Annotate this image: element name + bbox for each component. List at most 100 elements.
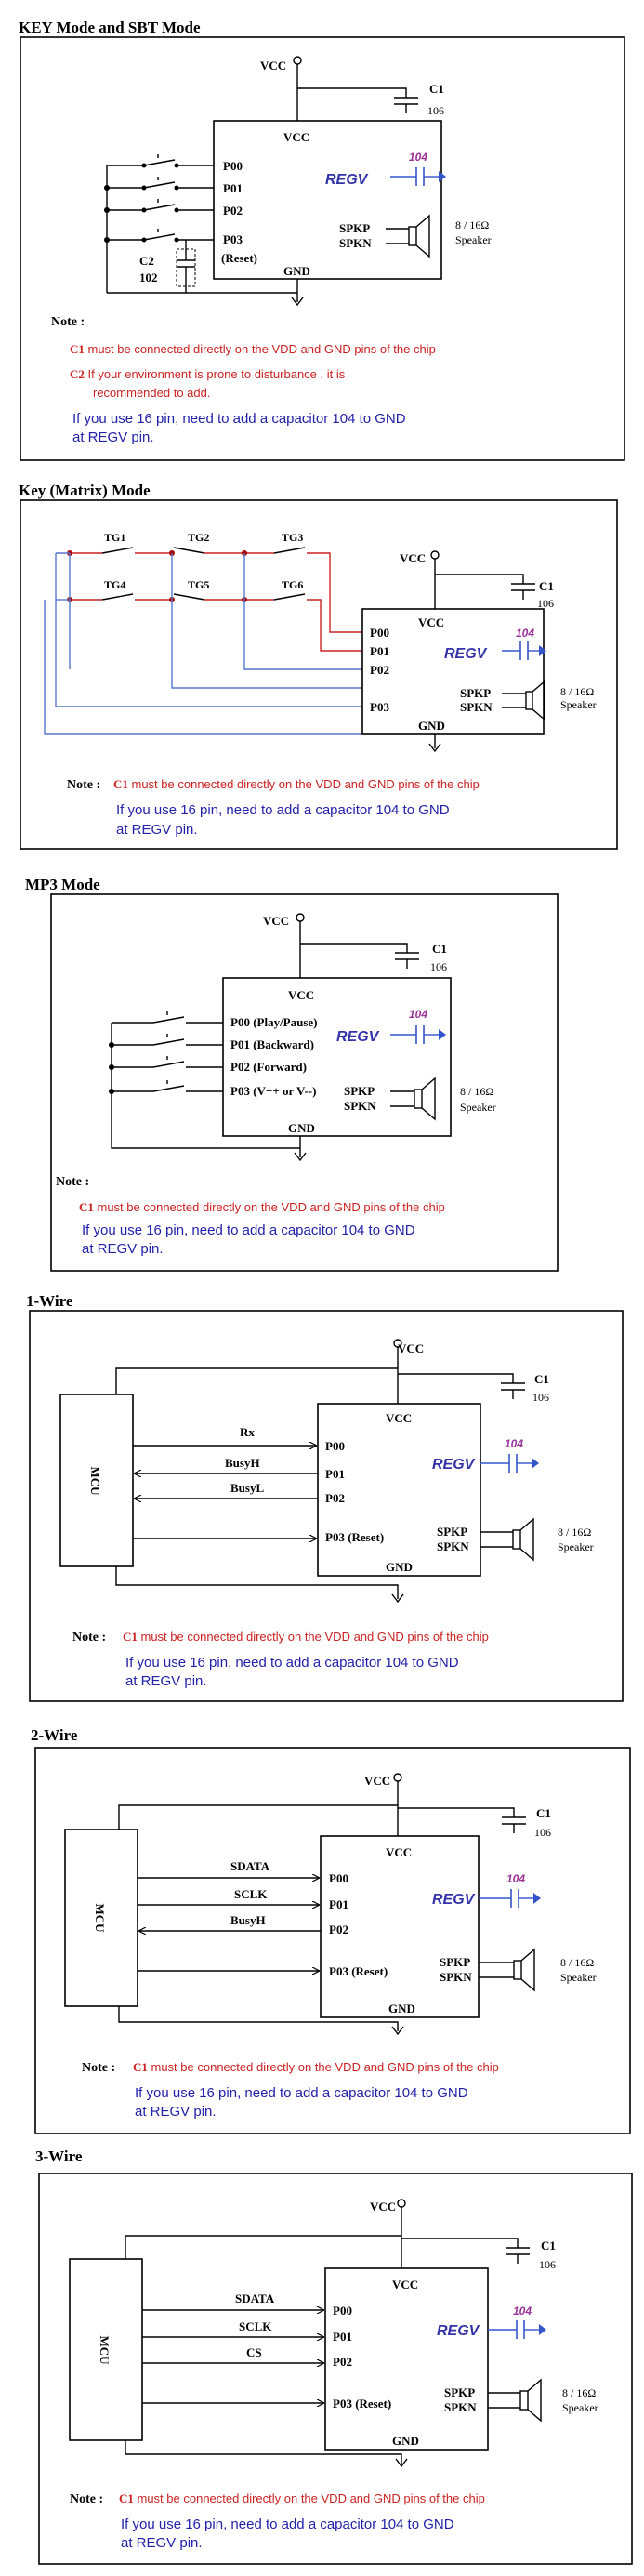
speaker-icon	[390, 1077, 436, 1121]
cap-104-label: 104	[516, 627, 534, 640]
section-frame	[50, 893, 559, 1272]
note-label: Note :	[70, 2492, 103, 2506]
chip-gnd-label: GND	[283, 264, 310, 278]
c1-capacitor-icon	[395, 952, 419, 969]
c1-label: C1	[429, 82, 444, 96]
c1-value: 106	[534, 1826, 551, 1839]
vcc-label: VCC	[260, 59, 286, 73]
section-mp3: MP3 Mode VCC C1 106 VCC GND P00 (Play/Pa…	[25, 876, 559, 1272]
vcc-label: VCC	[398, 1341, 424, 1355]
speaker-icon	[386, 214, 430, 258]
switch-tg1-label: TG1	[104, 531, 125, 544]
spkn-label: SPKN	[344, 1099, 376, 1113]
pin-p03: P03 (V++ or V--)	[230, 1084, 316, 1098]
chip-vcc-label: VCC	[283, 130, 309, 144]
chip-vcc-label: VCC	[418, 615, 444, 629]
speaker-spec: 8 / 16Ω	[562, 2386, 596, 2399]
c1-label: C1	[536, 1806, 551, 1820]
chip-gnd-label: GND	[392, 2434, 419, 2448]
section-title: 1-Wire	[26, 1292, 73, 1310]
pin-p01: P01	[370, 644, 389, 658]
note-c1: C1 must be connected directly on the VDD…	[133, 2060, 499, 2074]
speaker-icon	[479, 1948, 535, 1992]
c1-label: C1	[534, 1372, 549, 1386]
chip-body	[317, 1403, 481, 1577]
regv-capacitor-icon	[502, 641, 546, 660]
note-regv-line2: at REGV pin.	[121, 2535, 203, 2551]
c1-label: C1	[539, 579, 554, 593]
chip-body	[320, 1835, 480, 2018]
cap-104-label: 104	[506, 1872, 525, 1885]
signal-sclk: SCLK	[234, 1887, 268, 1901]
note-c1: C1 must be connected directly on the VDD…	[119, 2491, 485, 2505]
section-title: Key (Matrix) Mode	[19, 482, 151, 499]
spkp-label: SPKP	[444, 2385, 475, 2399]
note-c1: C1 must be connected directly on the VDD…	[79, 1200, 445, 1214]
spkp-label: SPKP	[440, 1955, 470, 1969]
speaker-label: Speaker	[460, 1101, 496, 1114]
spkp-label: SPKP	[437, 1525, 467, 1539]
vcc-label: VCC	[400, 551, 426, 565]
regv-capacitor-icon	[390, 1025, 446, 1044]
section-frame	[38, 2173, 633, 2565]
regv-capacitor-icon	[390, 167, 446, 186]
signal-sdata: SDATA	[230, 1859, 270, 1873]
note-regv-line1: If you use 16 pin, need to add a capacit…	[135, 2085, 468, 2101]
note-regv-line1: If you use 16 pin, need to add a capacit…	[82, 1222, 415, 1238]
c1-capacitor-icon	[511, 583, 535, 600]
vcc-terminal-icon	[397, 2199, 406, 2208]
c1-capacitor-icon	[394, 97, 418, 113]
pin-p02: P02	[329, 1922, 348, 1936]
signal-busyl: BusyL	[230, 1481, 264, 1495]
section-key-sbt: KEY Mode and SBT Mode VCC C1 106 VCC GND…	[19, 19, 625, 461]
note-regv-line1: If you use 16 pin, need to add a capacit…	[125, 1655, 459, 1671]
pin-p02: P02	[370, 663, 389, 677]
c1-value: 106	[539, 2258, 556, 2271]
note-c2-line2: recommended to add.	[93, 386, 210, 400]
speaker-icon	[488, 2378, 542, 2423]
c2-capacitor-icon	[176, 240, 196, 293]
pin-p00: P00	[329, 1871, 348, 1885]
pin-p00: P00	[370, 626, 389, 640]
chip-gnd-label: GND	[418, 719, 445, 733]
pin-p01: P01	[329, 1897, 348, 1911]
chip-body	[361, 608, 545, 735]
spkn-label: SPKN	[440, 1970, 472, 1984]
chip-body	[324, 2267, 489, 2451]
section-2-wire: 2-Wire MCU VCC C1 106 VCC GND P00 P01 P0…	[31, 1726, 631, 2134]
mcu-label: MCU	[93, 1903, 107, 1933]
note-label: Note :	[67, 778, 100, 792]
note-regv-line2: at REGV pin.	[72, 429, 154, 445]
chip-gnd-label: GND	[288, 1121, 315, 1135]
speaker-icon	[502, 680, 545, 721]
speaker-spec: 8 / 16Ω	[560, 685, 594, 698]
note-regv-line2: at REGV pin.	[116, 822, 198, 838]
mcu-label: MCU	[88, 1466, 102, 1496]
pin-p03: P03 (Reset)	[329, 1964, 388, 1978]
c1-capacitor-icon	[506, 2247, 530, 2264]
gnd-arrow-icon	[395, 2458, 408, 2468]
regv-label: REGV	[444, 646, 488, 662]
pin-p01: P01	[325, 1467, 345, 1481]
regv-capacitor-icon	[488, 2320, 546, 2339]
note-c1: C1 must be connected directly on the VDD…	[70, 342, 436, 356]
pin-p03: P03 (Reset)	[333, 2397, 391, 2411]
regv-capacitor-icon	[479, 1889, 541, 1908]
signal-busyh: BusyH	[225, 1456, 260, 1470]
speaker-spec: 8 / 16Ω	[455, 218, 489, 231]
c1-label: C1	[541, 2239, 556, 2252]
vcc-label: VCC	[370, 2200, 396, 2213]
pin-p03: P03	[223, 232, 243, 246]
section-3-wire: 3-Wire MCU VCC C1 106 VCC GND P00 P01 P0…	[35, 2147, 633, 2565]
chip-body	[222, 977, 452, 1137]
pin-p00: P00	[325, 1439, 345, 1453]
switch-tg3-label: TG3	[282, 531, 303, 544]
cap-104-label: 104	[409, 1008, 427, 1021]
pin-p00: P00	[223, 159, 243, 173]
speaker-label: Speaker	[558, 1540, 594, 1553]
chip-gnd-label: GND	[386, 1560, 413, 1574]
spkn-label: SPKN	[437, 1539, 469, 1553]
regv-label: REGV	[432, 1892, 476, 1908]
c1-capacitor-icon	[502, 1816, 526, 1833]
chip-vcc-label: VCC	[386, 1411, 412, 1425]
